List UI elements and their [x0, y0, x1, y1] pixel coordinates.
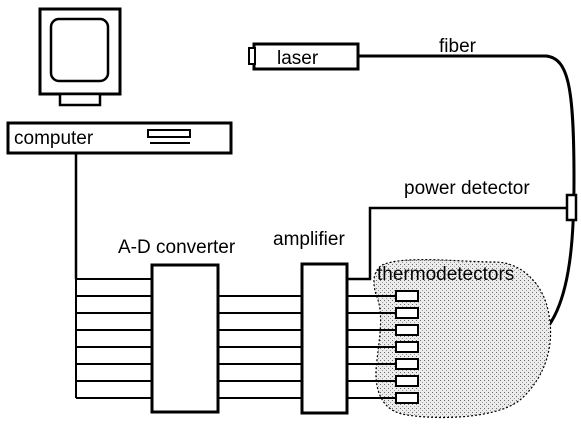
- thermodetector: [395, 307, 419, 319]
- computer-unit: computer: [6, 121, 233, 155]
- fiber-label: fiber: [439, 36, 477, 57]
- monitor-icon: [38, 7, 122, 107]
- laser-label: laser: [277, 48, 319, 69]
- laser: laser: [248, 42, 360, 71]
- ad-converter-label: A-D converter: [118, 237, 236, 258]
- adc-amplifier-lines: [218, 295, 302, 399]
- amplifier: amplifier: [273, 229, 349, 415]
- thermodetector: [395, 358, 419, 370]
- thermodetector: [395, 324, 419, 336]
- ad-converter: A-D converter: [118, 237, 236, 414]
- thermodetector: [395, 290, 419, 302]
- thermodetector: [395, 341, 419, 353]
- computer-label: computer: [14, 128, 94, 149]
- adc-input-lines: [75, 278, 152, 399]
- thermodetector: [395, 392, 419, 404]
- thermodetector-array: [395, 290, 419, 404]
- power-detector: power detector: [347, 178, 578, 281]
- thermodetectors-label: thermodetectors: [377, 264, 514, 285]
- thermodetector: [395, 375, 419, 387]
- amplifier-output-lines: [347, 295, 396, 399]
- power-detector-label: power detector: [404, 178, 530, 199]
- amplifier-label: amplifier: [273, 229, 345, 250]
